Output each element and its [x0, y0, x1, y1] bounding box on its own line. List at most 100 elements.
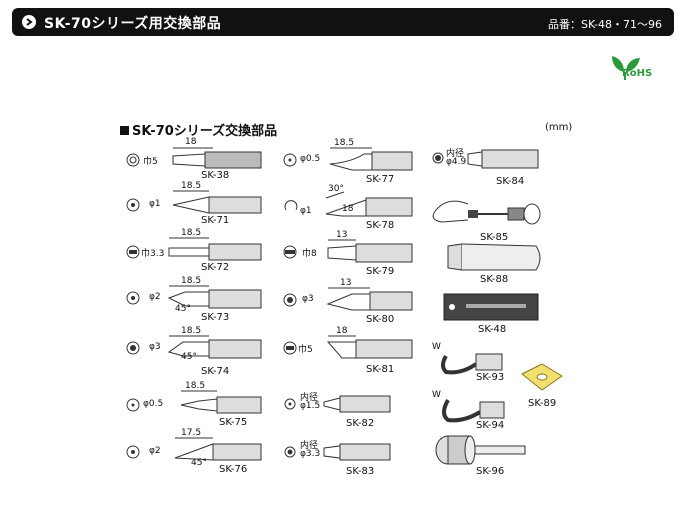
tip-spec: W [432, 342, 441, 352]
part-sk80: φ3 13 SK-80 [282, 278, 422, 326]
tip-dimension: 17.5 [181, 428, 202, 438]
part-code: SK-75 [219, 417, 248, 428]
tip-dimension: 18.5 [185, 381, 206, 391]
part-code: SK-79 [366, 266, 395, 277]
tip-spec-label: 内径 [300, 441, 319, 451]
tip-spec: 巾5 [143, 157, 158, 167]
tip-spec: φ1 [149, 199, 161, 209]
part-code: SK-74 [201, 366, 230, 377]
part-sk89: SK-89 [516, 362, 566, 409]
leaf-icon [612, 56, 640, 80]
tip-spec-label: 内径 [446, 149, 465, 159]
tip-dimension: 13 [336, 230, 348, 240]
tip-drawing [126, 190, 262, 214]
part-sk38: 巾5 18 SK-38 [125, 137, 265, 184]
tip-dimension: 18 [342, 204, 354, 214]
tip-dimension: 18.5 [181, 326, 202, 336]
part-sk74: φ3 18.5 45° SK-74 [125, 326, 265, 377]
tip-spec: φ3 [302, 294, 314, 304]
tip-drawing [432, 149, 539, 169]
part-code: SK-82 [346, 418, 375, 429]
part-code: SK-81 [366, 364, 395, 375]
part-sk96: SK-96 [432, 432, 542, 477]
tip-spec: φ1 [300, 206, 312, 216]
tip-drawing [283, 335, 413, 359]
tip-dimension: 18 [336, 326, 348, 336]
tip-dimension: 18.5 [334, 138, 355, 148]
square-bullet-icon [120, 126, 129, 135]
tip-drawing [283, 239, 413, 263]
tip-spec: φ4.9 [446, 157, 467, 167]
part-sk78: φ1 30° 18 SK-78 [282, 184, 422, 232]
tip-spec: 巾5 [298, 345, 313, 355]
tip-drawing [283, 287, 413, 311]
tip-dimension: 18.5 [181, 228, 202, 238]
tip-dimension: 13 [340, 278, 352, 288]
part-sk84: 内径 φ4.9 SK-84 [430, 142, 550, 187]
diagram-title: SK-70シリーズ交換部品 [120, 120, 277, 139]
part-code: SK-48 [478, 324, 507, 335]
part-sk88: SK-88 [440, 240, 550, 285]
tip-dimension: 18 [185, 137, 197, 147]
cable-drawing [432, 200, 541, 225]
tip-spec: φ0.5 [300, 154, 321, 164]
part-code: SK-72 [201, 262, 230, 273]
part-sk93: W SK-93 [432, 342, 522, 386]
tip-angle: 45° [191, 458, 207, 468]
unit-label: (mm) [545, 122, 573, 133]
tip-spec: φ3.3 [300, 449, 321, 459]
part-sk75: φ0.5 18.5 SK-75 [125, 381, 265, 429]
part-code: SK-73 [201, 312, 230, 323]
part-sk85: SK-85 [428, 190, 548, 244]
tip-spec: φ1.5 [300, 401, 321, 411]
part-sk71: φ1 18.5 SK-71 [125, 181, 265, 229]
tip-dimension: 18.5 [181, 181, 202, 191]
part-code: SK-89 [528, 398, 557, 409]
part-code: SK-83 [346, 466, 375, 477]
part-sk77: φ0.5 18.5 SK-77 [282, 138, 422, 186]
tip-spec: φ2 [149, 446, 161, 456]
tip-drawing [284, 443, 391, 461]
header-bar: SK-70シリーズ用交換部品 品番：SK-48・71〜96 [12, 8, 674, 36]
part-code: SK-96 [476, 466, 505, 477]
tip-drawing [284, 191, 413, 217]
tip-drawing [442, 399, 505, 423]
page-title: SK-70シリーズ用交換部品 [44, 16, 222, 32]
part-code: SK-84 [496, 176, 525, 187]
part-sk79: 巾8 13 SK-79 [282, 230, 422, 278]
sponge-drawing [521, 363, 563, 391]
holder-drawing [435, 435, 526, 465]
tip-angle: 45° [175, 304, 191, 314]
part-code: SK-77 [366, 174, 395, 185]
cover-drawing [447, 243, 541, 271]
part-sk48: SK-48 [440, 290, 550, 335]
tip-drawing [126, 147, 262, 169]
tip-drawing [126, 390, 262, 414]
stand-drawing [443, 293, 539, 321]
tip-spec-label: 内径 [300, 393, 319, 403]
tip-drawing [126, 285, 262, 309]
part-sk83: 内径 φ3.3 SK-83 [282, 436, 422, 480]
chevron-right-icon [22, 15, 36, 29]
part-sk82: 内径 φ1.5 SK-82 [282, 388, 422, 432]
tip-drawing [126, 237, 262, 261]
diagram-title-text: SK-70シリーズ交換部品 [132, 124, 278, 139]
rohs-label: RoHS [622, 68, 653, 79]
part-sk76: φ2 17.5 45° SK-76 [125, 428, 265, 476]
part-code: SK-88 [480, 274, 509, 285]
tip-spec: φ3 [149, 342, 161, 352]
part-code: SK-76 [219, 464, 248, 475]
part-code: SK-80 [366, 314, 395, 325]
tip-drawing [441, 353, 503, 375]
part-sk94: W SK-94 [432, 390, 522, 434]
part-sk73: φ2 18.5 45° SK-73 [125, 276, 265, 324]
tip-spec: 巾8 [302, 249, 317, 259]
tip-spec: φ0.5 [143, 399, 164, 409]
part-code: SK-94 [476, 420, 505, 431]
tip-dimension: 18.5 [181, 276, 202, 286]
part-code: SK-85 [480, 232, 509, 243]
part-code: SK-78 [366, 220, 395, 231]
part-sk81: 巾5 18 SK-81 [282, 326, 422, 375]
part-code: SK-38 [201, 170, 230, 181]
tip-drawing [126, 335, 262, 359]
